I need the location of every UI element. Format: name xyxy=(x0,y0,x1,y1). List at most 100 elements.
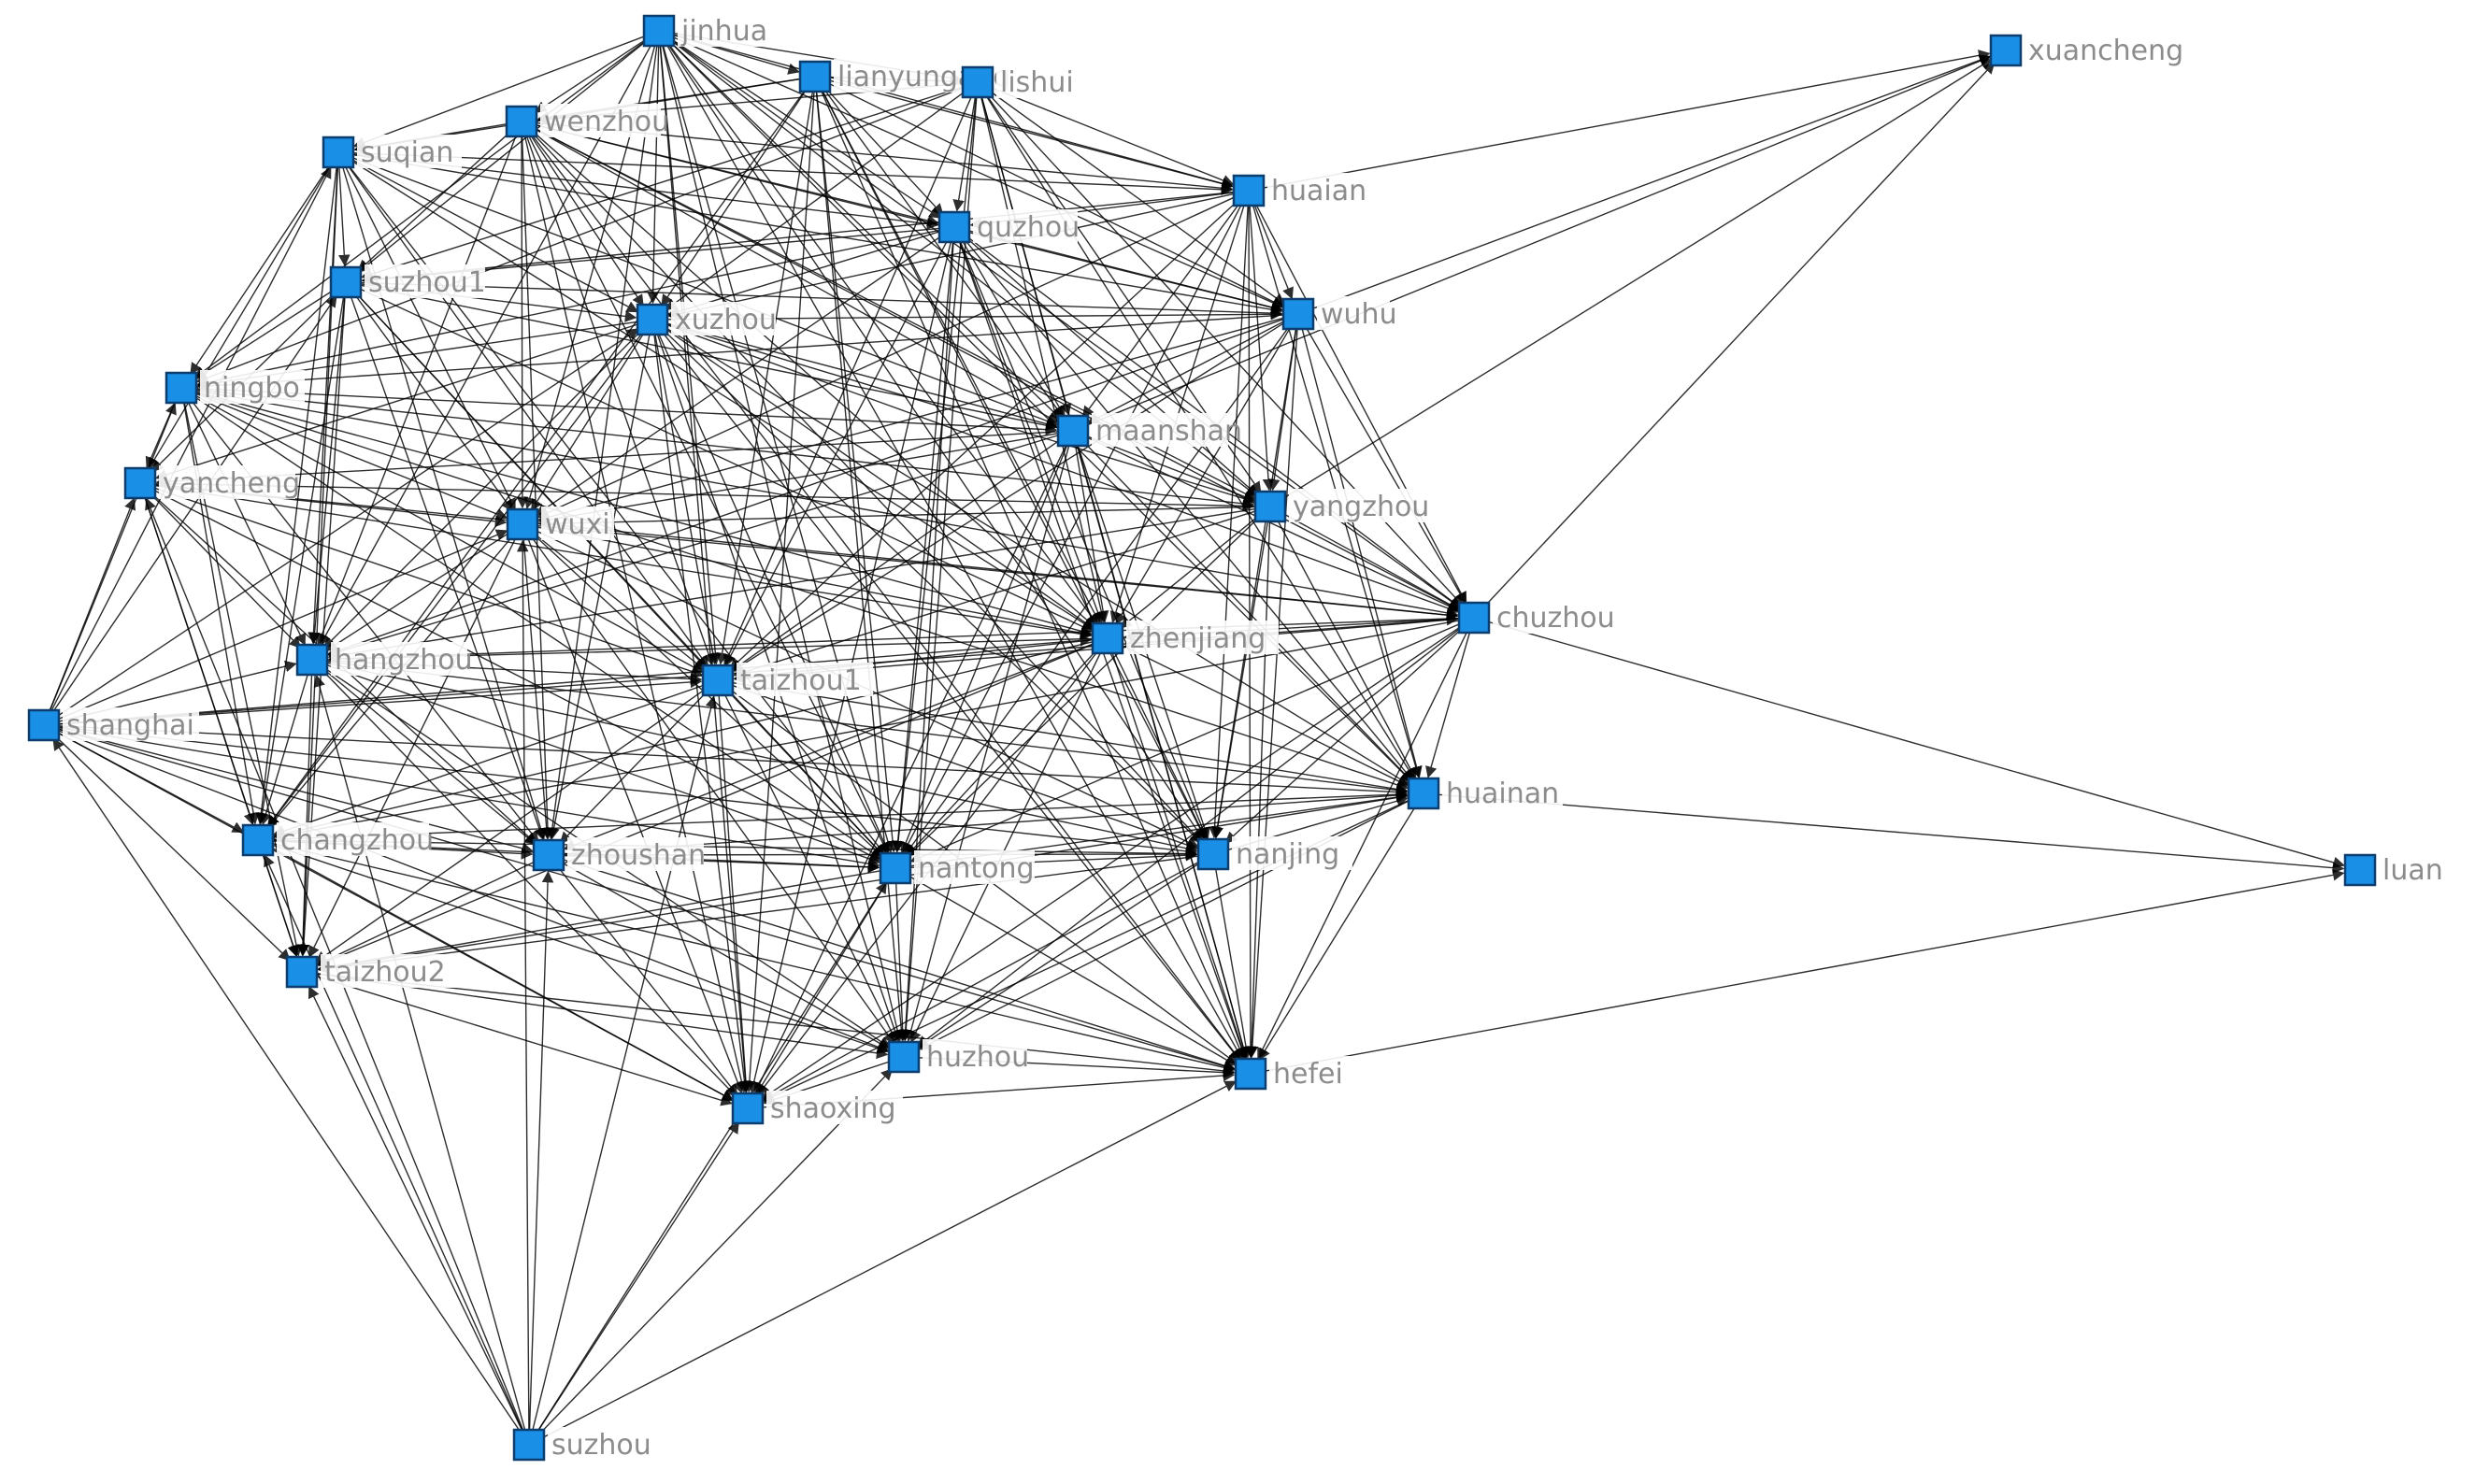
node-square[interactable] xyxy=(961,65,994,99)
node-jinhua[interactable]: jinhua xyxy=(642,13,782,48)
edge-shanghai-to-nantong xyxy=(58,726,880,870)
node-xuzhou[interactable]: xuzhou xyxy=(636,302,777,336)
node-wuxi[interactable]: wuxi xyxy=(506,507,614,541)
node-square[interactable] xyxy=(2343,853,2377,887)
node-shaoxing[interactable]: shaoxing xyxy=(731,1091,903,1125)
edge-taizhou2-to-hefei xyxy=(316,973,1236,1077)
edge-huaian-to-nanjing xyxy=(1209,205,1249,839)
node-square[interactable] xyxy=(27,708,61,742)
node-changzhou[interactable]: changzhou xyxy=(241,822,434,857)
node-square[interactable] xyxy=(1196,837,1230,871)
node-wenzhou[interactable]: wenzhou xyxy=(505,104,669,138)
edge-maanshan-to-chuzhou xyxy=(1086,436,1460,612)
node-square[interactable] xyxy=(165,371,198,405)
node-huzhou[interactable]: huzhou xyxy=(887,1039,1029,1074)
node-luan[interactable]: luan xyxy=(2343,852,2452,887)
node-taizhou2[interactable]: taizhou2 xyxy=(285,954,457,989)
node-square[interactable] xyxy=(1457,601,1491,635)
node-square[interactable] xyxy=(329,265,363,299)
node-wuhu[interactable]: wuhu xyxy=(1281,296,1397,331)
edge-hangzhou-to-zhoushan xyxy=(322,668,537,846)
node-label-background xyxy=(1493,600,1613,634)
node-ningbo[interactable]: ningbo xyxy=(165,370,305,405)
node-square[interactable] xyxy=(701,664,735,697)
edge-jinhua-to-hefei xyxy=(665,43,1243,1061)
node-square[interactable] xyxy=(1253,490,1287,523)
edge-ningbo-to-zhenjiang xyxy=(195,391,1093,637)
node-nantong[interactable]: nantong xyxy=(879,850,1035,885)
edge-yangzhou-to-taizhou1 xyxy=(732,510,1256,678)
node-label-background xyxy=(1317,296,1390,330)
edge-suqian-to-hangzhou xyxy=(308,166,338,645)
node-yancheng[interactable]: yancheng xyxy=(123,465,300,500)
node-square[interactable] xyxy=(1281,297,1315,331)
edge-wuxi-to-zhenjiang xyxy=(536,526,1093,639)
node-quzhou[interactable]: quzhou xyxy=(937,209,1080,244)
edge-huaian-to-suzhou1 xyxy=(361,191,1235,286)
edge-wuxi-to-hangzhou xyxy=(325,532,510,651)
node-square[interactable] xyxy=(1234,1057,1267,1091)
node-label-background xyxy=(357,135,462,168)
node-label: luan xyxy=(2382,854,2443,887)
node-square[interactable] xyxy=(285,955,319,989)
node-suzhou1[interactable]: suzhou1 xyxy=(329,264,486,299)
node-square[interactable] xyxy=(731,1092,765,1125)
edge-hefei-to-luan xyxy=(1265,869,2345,1072)
node-square[interactable] xyxy=(1232,174,1266,207)
edge-suqian-to-suzhou1 xyxy=(338,166,351,267)
node-zhoushan[interactable]: zhoushan xyxy=(532,837,706,872)
node-square[interactable] xyxy=(295,643,329,677)
node-zhenjiang[interactable]: zhenjiang xyxy=(1091,621,1279,655)
edge-yangzhou-to-nanjing xyxy=(1211,521,1269,839)
node-lishui[interactable]: lishui xyxy=(961,64,1101,99)
edge-jinhua-to-shaoxing xyxy=(659,45,751,1093)
edge-jinhua-to-zhoushan xyxy=(546,45,658,840)
edge-zhoushan-to-shaoxing xyxy=(557,866,738,1096)
node-taizhou1[interactable]: taizhou1 xyxy=(701,663,873,697)
node-square[interactable] xyxy=(798,60,832,93)
node-label-background xyxy=(1232,836,1352,870)
edge-wuxi-to-shaoxing xyxy=(527,537,744,1094)
node-square[interactable] xyxy=(512,1428,546,1462)
node-square[interactable] xyxy=(532,838,565,872)
node-square[interactable] xyxy=(1056,414,1090,448)
node-huaian[interactable]: huaian xyxy=(1232,173,1372,207)
node-hangzhou[interactable]: hangzhou xyxy=(295,642,473,677)
node-label-background xyxy=(2379,852,2452,886)
edge-suqian-to-taizhou1 xyxy=(346,164,709,668)
node-suqian[interactable]: suqian xyxy=(322,135,462,169)
node-chuzhou[interactable]: chuzhou xyxy=(1457,600,1615,635)
node-nanjing[interactable]: nanjing xyxy=(1196,836,1352,871)
node-yangzhou[interactable]: yangzhou xyxy=(1253,489,1429,523)
node-hefei[interactable]: hefei xyxy=(1234,1056,1358,1091)
node-square[interactable] xyxy=(1091,621,1124,655)
node-square[interactable] xyxy=(241,823,275,857)
node-square[interactable] xyxy=(322,136,355,169)
node-square[interactable] xyxy=(505,105,538,138)
edge-lishui-to-quzhou xyxy=(952,96,977,212)
edge-suqian-to-zhenjiang xyxy=(351,159,1094,631)
edge-zhenjiang-to-nantong xyxy=(906,649,1098,857)
edge-changzhou-to-huzhou xyxy=(271,844,890,1054)
edge-yangzhou-to-xuancheng xyxy=(1282,58,1993,500)
node-square[interactable] xyxy=(879,851,912,885)
node-label-background xyxy=(277,822,429,856)
node-square[interactable] xyxy=(887,1040,921,1074)
edge-quzhou-to-maanshan xyxy=(961,239,1066,418)
node-xuancheng[interactable]: xuancheng xyxy=(1989,33,2183,67)
node-square[interactable] xyxy=(937,210,971,244)
edge-huainan-to-taizhou2 xyxy=(317,794,1409,974)
node-label: wenzhou xyxy=(544,106,669,138)
node-shanghai[interactable]: shanghai xyxy=(27,707,199,742)
node-square[interactable] xyxy=(1407,777,1440,810)
node-square[interactable] xyxy=(636,303,669,336)
edge-wenzhou-to-nantong xyxy=(527,134,889,855)
node-huainan[interactable]: huainan xyxy=(1407,776,1563,810)
edge-chuzhou-to-changzhou xyxy=(273,620,1460,841)
node-square[interactable] xyxy=(642,14,676,48)
node-suzhou[interactable]: suzhou xyxy=(512,1427,652,1462)
node-square[interactable] xyxy=(123,466,157,500)
node-maanshan[interactable]: maanshan xyxy=(1056,413,1242,448)
node-square[interactable] xyxy=(506,507,539,541)
node-square[interactable] xyxy=(1989,34,2023,67)
